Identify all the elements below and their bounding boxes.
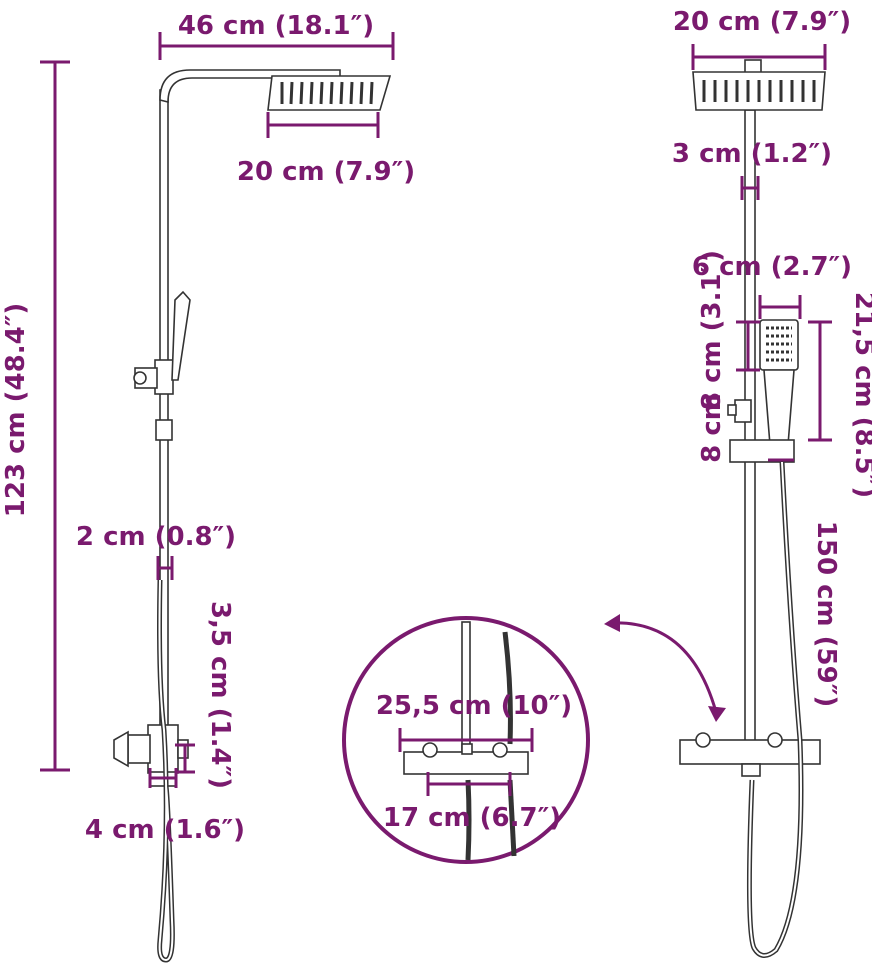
left-head-width-dimension: 20 cm (7.9″): [237, 112, 415, 187]
right-riser-pipe: [744, 109, 756, 751]
right-holder-height-label: 8 cm: [697, 393, 727, 463]
left-top-width-dimension: 46 cm (18.1″): [158, 11, 395, 60]
right-shower-hose: [746, 461, 804, 958]
right-handheld-length-label: 21,5 cm (8.5″): [849, 292, 872, 498]
right-thermostatic-mixer: [679, 732, 821, 777]
right-handheld-length-dimension: 21,5 cm (8.5″): [808, 292, 872, 498]
left-pipe-diameter-label: 2 cm (0.8″): [76, 522, 236, 552]
left-outlet-length-label: 3,5 cm (1.4″): [205, 601, 235, 789]
right-shower-drawing: [604, 59, 826, 958]
detail-mixer-body: [403, 742, 529, 775]
right-handheld-shower: [759, 319, 799, 446]
right-handheld-top-label: 8 cm (3.1″): [697, 250, 727, 410]
right-handheld-top-dimension: 8 cm (3.1″): [697, 250, 760, 410]
left-head-width-label: 20 cm (7.9″): [237, 157, 415, 187]
right-arm-gap-dimension: 3 cm (1.2″): [672, 139, 832, 200]
right-rain-shower-head: [692, 59, 826, 111]
left-top-width-label: 46 cm (18.1″): [178, 11, 374, 41]
left-outlet-width-label: 4 cm (1.6″): [85, 815, 245, 845]
right-handheld-holder: [727, 399, 795, 463]
swivel-arrow: [604, 614, 726, 722]
detail-inlet-spacing-label: 17 cm (6.7″): [383, 803, 561, 833]
left-total-height-dimension: 123 cm (48.4″): [1, 60, 70, 772]
left-total-height-label: 123 cm (48.4″): [1, 303, 31, 517]
right-handheld-width-dimension: 6 cm (2.7″): [692, 252, 852, 319]
right-handheld-width-label: 6 cm (2.7″): [692, 252, 852, 282]
left-shower-hose: [157, 579, 175, 963]
right-hose-length-label: 150 cm (59″): [811, 521, 841, 707]
detail-inlet-spacing-dimension: 17 cm (6.7″): [383, 772, 561, 833]
right-holder-height-dimension: 8 cm: [697, 393, 727, 463]
left-rain-shower-head: [267, 75, 392, 111]
right-arm-gap-label: 3 cm (1.2″): [672, 139, 832, 169]
left-pipe-diameter-dimension: 2 cm (0.8″): [76, 522, 236, 580]
right-head-width-dimension: 20 cm (7.9″): [673, 7, 851, 70]
right-head-width-label: 20 cm (7.9″): [673, 7, 851, 37]
left-outlet-length-dimension: 3,5 cm (1.4″): [175, 601, 235, 789]
left-outlet-width-dimension: 4 cm (1.6″): [85, 768, 245, 845]
detail-mixer-width-label: 25,5 cm (10″): [376, 691, 572, 721]
left-handheld-holder: [133, 290, 191, 441]
detail-mixer-width-dimension: 25,5 cm (10″): [376, 691, 572, 752]
detail-riser-pipe: [461, 621, 471, 751]
left-shower-drawing: [113, 69, 392, 963]
right-hose-length-dimension: 150 cm (59″): [768, 458, 841, 707]
